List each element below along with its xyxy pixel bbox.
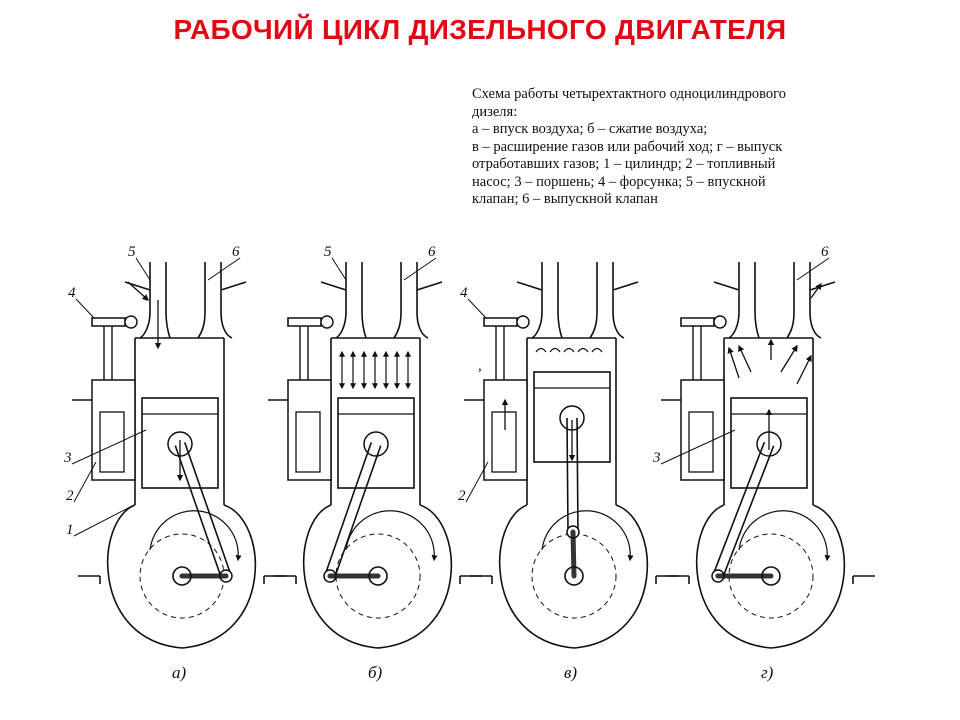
engine-stage: 6 3 г)	[652, 244, 875, 682]
injector-nozzle	[516, 315, 530, 329]
exhaust-port	[786, 262, 822, 339]
rotation-arrow	[345, 510, 438, 562]
exhaust-port	[589, 262, 625, 339]
callout-valve_in: 5	[128, 244, 136, 260]
leader-line	[71, 429, 147, 465]
injector-nozzle	[320, 315, 334, 329]
intake-port	[728, 262, 760, 339]
leader-line	[331, 257, 347, 281]
frame-tick	[99, 576, 265, 584]
intake-port	[335, 262, 367, 339]
injector	[91, 317, 126, 327]
flow-arrow	[810, 282, 822, 299]
stage-label: б)	[368, 663, 383, 682]
port-flange	[124, 281, 247, 291]
caption-line: дизеля:	[472, 103, 518, 120]
callout-piston: 3	[63, 450, 72, 466]
engine-stage: 5 6 4 3 2 1 а)	[63, 244, 286, 682]
port-flange	[516, 281, 639, 291]
leader-line	[660, 429, 736, 465]
rotation-arrow	[738, 510, 831, 562]
connecting-rod	[174, 442, 232, 578]
connecting-rod	[566, 417, 579, 533]
injector	[287, 317, 322, 327]
flow-arrow	[780, 344, 798, 373]
intake-port	[531, 262, 563, 339]
flow-arrow	[127, 281, 149, 301]
pump-plunger	[491, 411, 517, 473]
leader-line	[403, 257, 437, 281]
combustion-swirl	[535, 347, 547, 353]
stray-mark: ,	[478, 358, 482, 374]
pump-plunger	[688, 411, 714, 473]
frame-tick	[491, 576, 657, 584]
callout-pump: 2	[66, 488, 74, 504]
callout-valve_out: 6	[232, 244, 240, 260]
combustion-swirl	[591, 347, 603, 353]
callout-injector: 4	[460, 285, 468, 301]
combustion-swirl	[577, 347, 589, 353]
engine-stage: 5 6 б)	[268, 244, 482, 682]
page-title: РАБОЧИЙ ЦИКЛ ДИЗЕЛЬНОГО ДВИГАТЕЛЯ	[173, 14, 787, 45]
callout-valve_out: 6	[821, 244, 829, 260]
callout-injector: 4	[68, 285, 76, 301]
exhaust-port	[197, 262, 233, 339]
crankcase	[695, 504, 846, 649]
flow-arrow	[727, 346, 740, 379]
frame-tick	[295, 576, 461, 584]
crankcase	[302, 504, 453, 649]
caption-line: насос; 3 – поршень; 4 – форсунка; 5 – вп…	[472, 173, 766, 190]
combustion-swirl	[549, 347, 561, 353]
crank-path-circle	[728, 533, 814, 619]
rotation-arrow	[541, 510, 634, 562]
leader-line	[135, 257, 151, 281]
stage-label: в)	[564, 663, 577, 682]
leader-line	[207, 257, 241, 281]
caption-line: а – впуск воздуха; б – сжатие воздуха;	[472, 121, 708, 137]
piston-pin	[363, 431, 389, 457]
connecting-rod	[324, 442, 382, 578]
frame-tick	[688, 576, 854, 584]
pump-plunger	[295, 411, 321, 473]
leader-line	[467, 298, 487, 319]
engine-stage: 4 2 в)	[458, 262, 678, 682]
rotation-arrow	[149, 510, 242, 562]
flow-arrow	[738, 344, 752, 373]
crankcase	[498, 504, 649, 649]
injector	[483, 317, 518, 327]
combustion-swirl	[563, 347, 575, 353]
caption-line: клапан; 6 – выпускной клапан	[472, 191, 658, 207]
injector	[680, 317, 715, 327]
exhaust-port	[393, 262, 429, 339]
piston	[337, 397, 415, 489]
port-flange	[320, 281, 443, 291]
leader-line	[796, 257, 830, 281]
injector-nozzle	[713, 315, 727, 329]
stage-label: г)	[761, 663, 774, 682]
stage-label: а)	[172, 663, 187, 682]
injector-nozzle	[124, 315, 138, 329]
crank-path-circle	[531, 533, 617, 619]
callout-valve_out: 6	[428, 244, 436, 260]
connecting-rod	[712, 441, 775, 579]
callout-cylinder: 1	[66, 522, 74, 538]
caption-line: в – расширение газов или рабочий ход; г …	[472, 138, 783, 155]
leader-line	[75, 298, 95, 319]
caption: Схема работы четырехтактного одноцилиндр…	[472, 86, 922, 209]
flow-arrow	[796, 354, 812, 385]
intake-port	[139, 262, 171, 339]
leader-line	[73, 461, 97, 503]
callout-piston: 3	[652, 450, 661, 466]
caption-line: Схема работы четырехтактного одноцилиндр…	[472, 86, 786, 102]
port-flange	[713, 281, 836, 291]
crank-path-circle	[335, 533, 421, 619]
leader-line	[465, 461, 489, 503]
callout-pump: 2	[458, 488, 466, 504]
caption-line: отработавших газов; 1 – цилиндр; 2 – топ…	[472, 156, 776, 172]
callout-valve_in: 5	[324, 244, 332, 260]
crank-arm	[570, 529, 577, 579]
crankcase	[106, 504, 257, 649]
leader-line	[73, 504, 135, 537]
